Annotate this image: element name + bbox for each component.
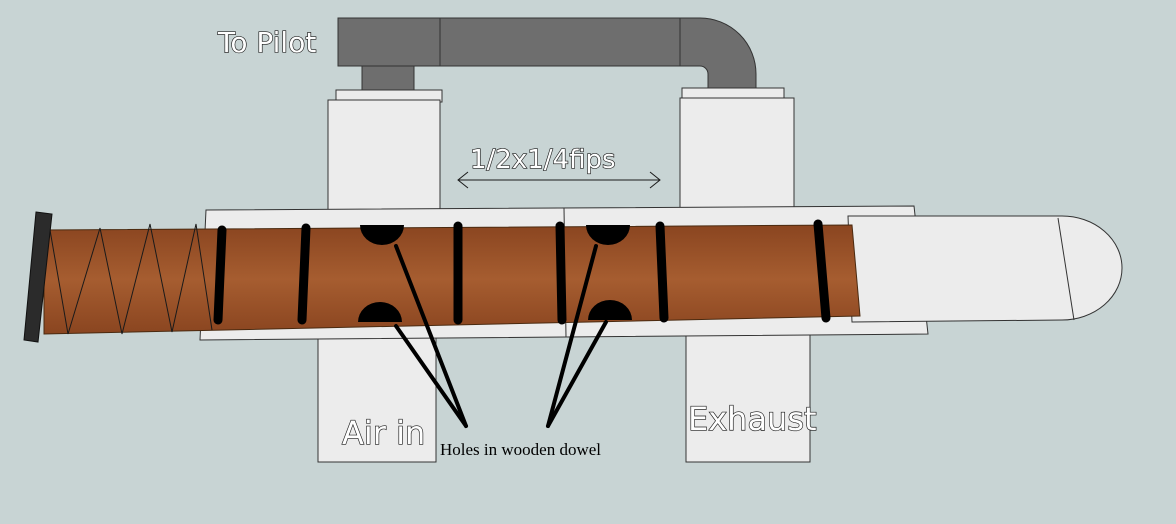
spring: [49, 223, 213, 335]
hole: [586, 225, 630, 245]
pointer-line: [546, 244, 598, 428]
o-ring: [813, 219, 831, 323]
pipe-top-segment: [439, 17, 681, 67]
rod-cap-line: [1057, 217, 1075, 321]
o-rings: [213, 219, 831, 325]
pointer-line: [546, 320, 608, 428]
end-cap: [23, 211, 53, 343]
top-fittings: [327, 87, 795, 213]
air-in-label: Air in: [342, 414, 425, 452]
left-tee-fitting: [327, 99, 441, 213]
dimension-arrow: [457, 171, 661, 189]
to-pilot-label: To Pilot: [217, 26, 316, 59]
dowel-holes: [358, 225, 632, 322]
pilot-pipe: [337, 17, 757, 91]
holes-caption: Holes in wooden dowel: [440, 440, 601, 459]
hole: [358, 302, 402, 322]
pipe-left-drop: [361, 65, 415, 91]
pointer-line: [394, 244, 468, 428]
hole: [588, 300, 632, 320]
o-ring: [213, 225, 227, 325]
o-ring: [297, 223, 311, 325]
pipe-left-segment: [337, 17, 441, 67]
hole: [360, 225, 404, 245]
o-ring: [655, 221, 669, 323]
pointer-line: [394, 324, 468, 428]
wooden-dowel: [43, 224, 861, 335]
hole-pointers: [394, 244, 608, 428]
exhaust-port: [685, 333, 811, 463]
exhaust-label: Exhaust: [688, 400, 817, 438]
rod-extension: [847, 215, 1123, 323]
fitting-size-label: 1/2x1/4fips: [470, 145, 616, 175]
right-tee-fitting: [679, 97, 795, 213]
pipe-elbow: [679, 17, 757, 89]
o-ring: [555, 221, 567, 325]
